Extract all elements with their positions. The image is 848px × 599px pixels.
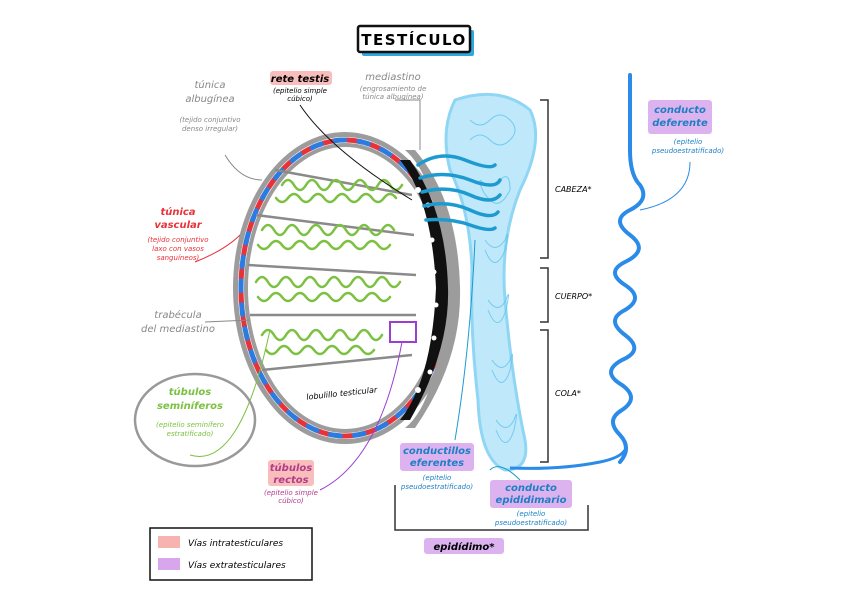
label-cola: COLA*: [555, 389, 581, 398]
svg-text:túbulos: túbulos: [270, 462, 312, 474]
svg-text:túnica: túnica: [194, 79, 225, 91]
svg-text:denso irregular): denso irregular): [182, 125, 238, 133]
svg-text:(engrosamiento de: (engrosamiento de: [360, 85, 427, 93]
title-text: TESTÍCULO: [361, 30, 467, 49]
label-conducto-epididimario: conducto epididimario (epitelio pseudoes…: [490, 480, 572, 527]
svg-text:sanguíneos): sanguíneos): [157, 254, 200, 262]
label-trabecula: trabécula del mediastino: [141, 309, 215, 335]
svg-text:eferentes: eferentes: [410, 458, 464, 469]
svg-text:conducto: conducto: [505, 483, 557, 494]
label-tunica-vascular: túnica vascular (tejido conjuntivo laxo …: [147, 206, 208, 262]
svg-text:(epitelio: (epitelio: [423, 474, 452, 482]
label-tubulos-rectos: túbulos rectos (epitelio simple cúbico): [264, 460, 318, 505]
svg-text:conducto: conducto: [654, 105, 706, 116]
label-epididimo: epidídimo*: [424, 538, 504, 554]
label-rete-testis: rete testis (epitelio simple cúbico): [270, 71, 332, 103]
label-conducto-deferente: conducto deferente (epitelio pseudoestra…: [648, 100, 724, 155]
label-cuerpo: CUERPO*: [555, 292, 592, 301]
tubulos-seminiferos-shapes: [254, 178, 404, 356]
svg-text:epididimario: epididimario: [496, 495, 567, 506]
svg-text:(epitelio simple: (epitelio simple: [264, 489, 318, 497]
leader-lines: [189, 99, 691, 491]
svg-text:mediastino: mediastino: [365, 72, 421, 83]
conductillos-eferentes-shapes: [416, 154, 502, 232]
svg-text:estratificado): estratificado): [167, 430, 214, 438]
svg-text:laxo con vasos: laxo con vasos: [152, 245, 204, 253]
svg-text:pseudoestratificado): pseudoestratificado): [651, 147, 725, 155]
legend-label-extratesticular: Vías extratesticulares: [188, 561, 286, 571]
svg-text:rete testis: rete testis: [271, 74, 329, 85]
legend-swatch-extratesticular: [158, 558, 180, 570]
svg-text:seminíferos: seminíferos: [157, 400, 223, 412]
tubulos-rectos-box: [389, 321, 417, 343]
svg-text:cúbico): cúbico): [287, 95, 313, 103]
legend-label-intratesticular: Vías intratesticulares: [188, 539, 283, 549]
conducto-deferente-shape: [609, 73, 646, 464]
svg-text:vascular: vascular: [154, 220, 202, 231]
svg-text:rectos: rectos: [273, 475, 308, 486]
svg-text:trabécula: trabécula: [154, 309, 201, 321]
svg-text:pseudoestratificado): pseudoestratificado): [400, 483, 474, 491]
svg-text:túnica albugínea): túnica albugínea): [362, 93, 423, 101]
svg-text:(epitelio simple: (epitelio simple: [273, 87, 327, 95]
svg-text:túnica: túnica: [160, 206, 195, 218]
union-cola-deferente: [509, 449, 627, 470]
svg-text:conductillos: conductillos: [403, 446, 471, 457]
svg-text:albugínea: albugínea: [185, 93, 234, 105]
svg-text:túbulos: túbulos: [169, 386, 211, 398]
svg-text:deferente: deferente: [652, 118, 708, 129]
svg-text:pseudoestratificado): pseudoestratificado): [494, 519, 568, 527]
trabeculas: [247, 168, 417, 372]
rete-testis-shape: [400, 160, 449, 420]
brackets: [394, 99, 589, 531]
svg-text:(tejido conjuntivo: (tejido conjuntivo: [147, 236, 208, 244]
epididimo-shape-group: [416, 92, 627, 472]
label-cabeza: CABEZA*: [555, 185, 592, 194]
legend: Vías intratesticulares Vías extratesticu…: [149, 527, 313, 581]
svg-text:(epitelio: (epitelio: [517, 510, 546, 518]
svg-text:(epitelio seminífero: (epitelio seminífero: [156, 421, 224, 429]
label-mediastino: mediastino (engrosamiento de túnica albu…: [360, 72, 427, 101]
rete-testis-holes: [415, 187, 439, 393]
label-tunica-albuginea: túnica albugínea (tejido conjuntivo dens…: [179, 79, 240, 133]
legend-swatch-intratesticular: [158, 536, 180, 548]
label-tubulos-seminiferos: túbulos seminíferos (epitelio seminífero…: [133, 372, 257, 468]
testis: [233, 132, 461, 444]
tunica-vascular-blue-dashes: [238, 137, 452, 439]
label-conductillos-eferentes: conductillos eferentes (epitelio pseudoe…: [400, 443, 474, 491]
svg-text:(epitelio: (epitelio: [674, 138, 703, 146]
svg-text:del mediastino: del mediastino: [141, 324, 215, 335]
svg-text:cúbico): cúbico): [278, 497, 304, 505]
svg-text:epidídimo*: epidídimo*: [433, 541, 495, 553]
svg-text:(tejido conjuntivo: (tejido conjuntivo: [179, 116, 240, 124]
title-box: TESTÍCULO: [356, 24, 474, 56]
